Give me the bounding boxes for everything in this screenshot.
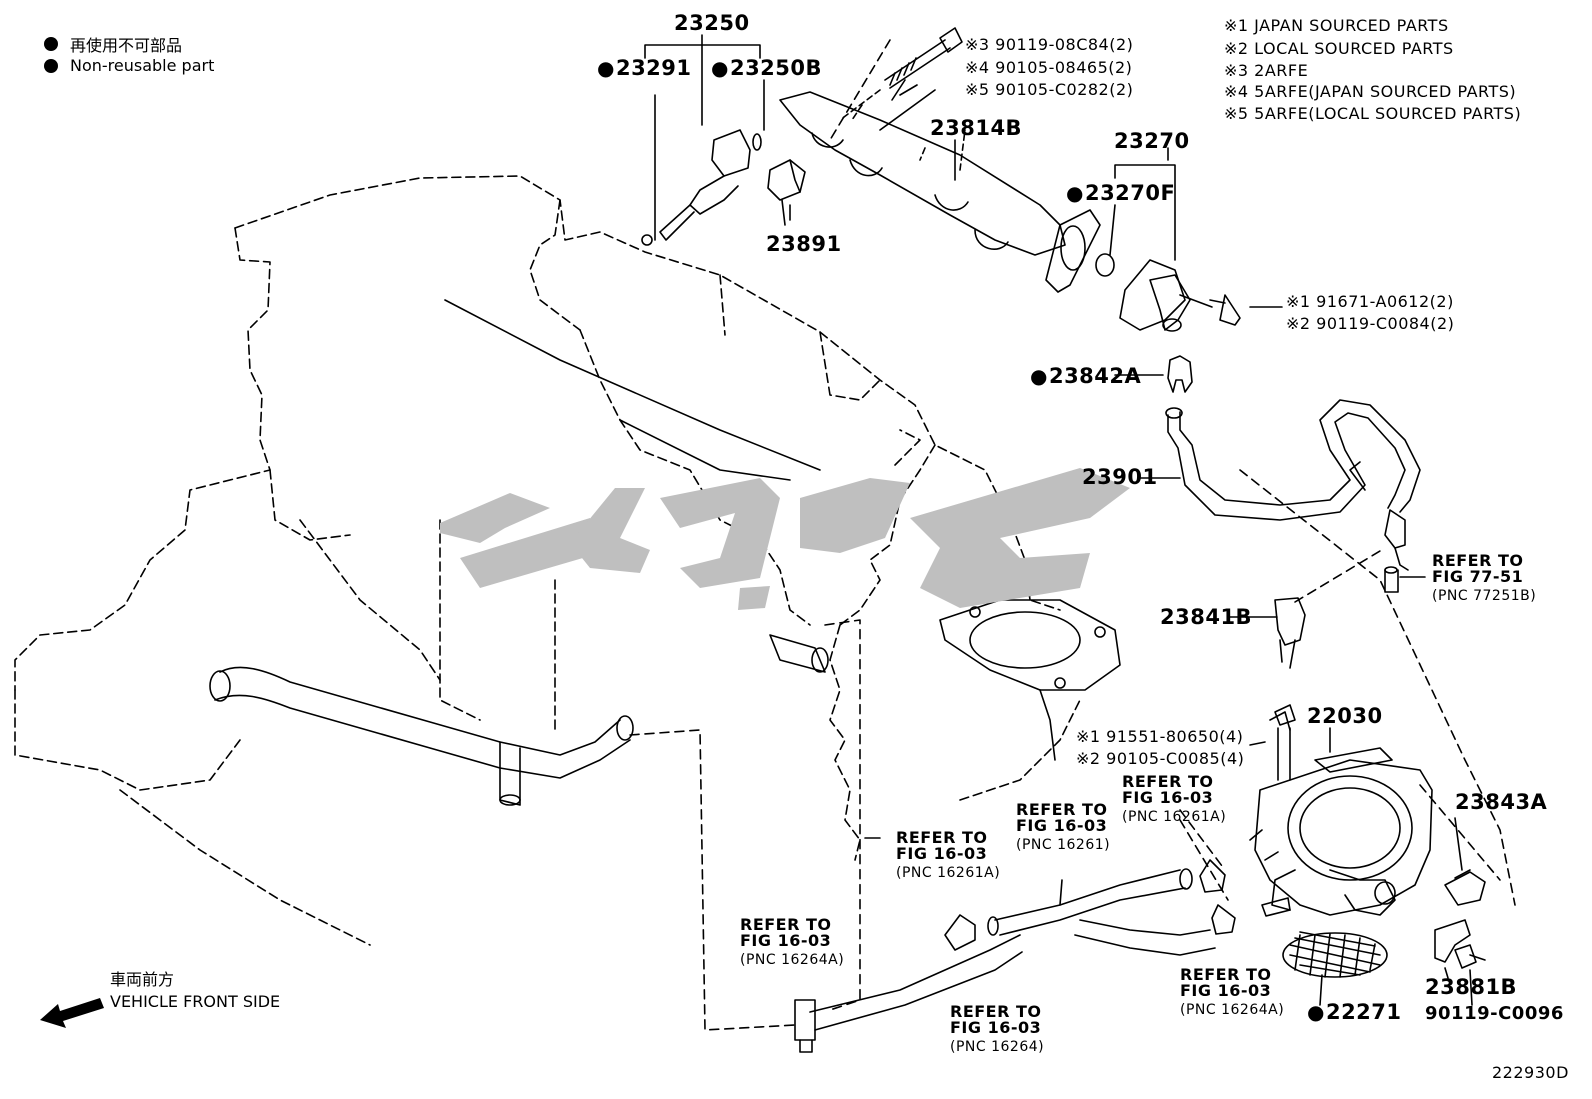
reference-line2: FIG 77-51 [1432,567,1524,586]
rail-bolt [839,27,963,121]
part-23250b-label[interactable]: 23250B [711,58,822,79]
reference-line1: REFER TO [1122,772,1214,791]
part-23291-label[interactable]: 23291 [597,58,692,79]
bracket-23843a [1444,869,1486,906]
source-note-5: ※5 5ARFE(LOCAL SOURCED PARTS) [1224,104,1522,123]
legend-text-en: Non-reusable part [70,56,215,75]
front-side-jp: 車両前方 [110,970,175,989]
front-side-en: VEHICLE FRONT SIDE [110,992,281,1011]
intake-flange [939,599,1121,761]
throttle-bolt-note-2: ※2 90105-C0085(4) [1076,749,1245,768]
fuel-hose [1165,399,1421,571]
rail-bolt-note-1: ※3 90119-08C84(2) [965,35,1134,54]
rail-bolt-note-2: ※4 90105-08465(2) [965,58,1133,77]
reference-pnc: (PNC 77251B) [1432,588,1537,604]
clip-23842a [1167,355,1193,393]
reference-pnc: (PNC 16264A) [740,952,845,968]
fuel-injector [641,34,765,246]
source-note-1: ※1 JAPAN SOURCED PARTS [1224,16,1449,35]
reference-line2: FIG 16-03 [740,931,832,950]
reference-line2: FIG 16-03 [1016,816,1108,835]
part-23881b-label[interactable]: 23881B [1425,975,1518,999]
reference-line1: REFER TO [1180,965,1272,984]
reference-line1: REFER TO [1432,551,1524,570]
reference-pnc: (PNC 16264A) [1180,1002,1285,1018]
source-note-2: ※2 LOCAL SOURCED PARTS [1224,39,1454,58]
engine-outline [14,175,1081,946]
part-23891-label[interactable]: 23891 [766,232,842,256]
part-22030-label[interactable]: 22030 [1307,704,1383,728]
throttle-bolt-note-1: ※1 91551-80650(4) [1076,727,1244,746]
left-hose-stub [769,634,829,673]
reference-pnc: (PNC 16261) [1016,837,1111,853]
part-23270-label[interactable]: 23270 [1114,129,1190,153]
reference-fig-77-51[interactable]: REFER TO FIG 77-51 (PNC 77251B) [1432,551,1537,604]
legend-item-en: Non-reusable part [44,56,214,75]
part-23901-label[interactable]: 23901 [1082,465,1158,489]
figure-id: 222930D [1492,1063,1569,1082]
part-22271-label[interactable]: 22271 [1307,1002,1402,1023]
engine-shell-lines [444,299,821,481]
non-reusable-bullet-icon [44,37,58,51]
gasket-22271 [1282,931,1388,978]
left-hose [209,666,634,806]
source-note-3: ※3 2ARFE [1224,61,1309,80]
part-90119-c0096-label[interactable]: 90119-C0096 [1425,1003,1564,1024]
bracket-23881b [1434,919,1471,963]
damper-bolt-note-1: ※1 91671-A0612(2) [1286,292,1454,311]
reference-pnc-16264[interactable]: REFER TO FIG 16-03 (PNC 16264) [950,1002,1045,1055]
part-23250-label[interactable]: 23250 [674,11,750,35]
watermark-logo [440,468,1130,610]
reference-pnc-16261a-right[interactable]: REFER TO FIG 16-03 (PNC 16261A) [1122,772,1227,825]
reference-line2: FIG 16-03 [950,1018,1042,1037]
dashed-leaders [629,39,1516,1031]
reference-line1: REFER TO [1016,800,1108,819]
reference-line1: REFER TO [896,828,988,847]
clamp-23841b [1274,597,1306,669]
part-23841b-label[interactable]: 23841B [1160,605,1253,629]
reference-pnc-16264a-left[interactable]: REFER TO FIG 16-03 (PNC 16264A) [740,915,845,968]
source-note-4: ※4 5ARFE(JAPAN SOURCED PARTS) [1224,82,1517,101]
delivery-rail [779,79,1101,293]
reference-line1: REFER TO [740,915,832,934]
reference-line2: FIG 16-03 [1122,788,1214,807]
throttle-body [1249,704,1433,917]
rail-bolt-note-3: ※5 90105-C0282(2) [965,80,1134,99]
legend-text-jp: 再使用不可部品 [70,36,183,55]
reference-pnc-16264a-right[interactable]: REFER TO FIG 16-03 (PNC 16264A) [1180,965,1285,1018]
part-23843a-label[interactable]: 23843A [1455,790,1548,814]
reference-line2: FIG 16-03 [1180,981,1272,1000]
reference-tube [1384,566,1399,593]
non-reusable-bullet-icon [44,58,58,73]
reference-pnc: (PNC 16261A) [896,865,1001,881]
reference-line1: REFER TO [950,1002,1042,1021]
screw-90119-c0096 [1454,944,1486,969]
reference-line2: FIG 16-03 [896,844,988,863]
insulator-23891 [767,159,806,226]
reference-pnc: (PNC 16261A) [1122,809,1227,825]
reference-pnc: (PNC 16264) [950,1039,1045,1055]
legend-item-jp: 再使用不可部品 [44,32,182,56]
part-23270f-label[interactable]: 23270F [1066,183,1175,204]
reference-pnc-16261a-left[interactable]: REFER TO FIG 16-03 (PNC 16261A) [896,828,1001,881]
part-23842a-label[interactable]: 23842A [1030,366,1141,387]
part-23814b-label[interactable]: 23814B [930,116,1023,140]
reference-pnc-16261[interactable]: REFER TO FIG 16-03 (PNC 16261) [1016,800,1111,853]
pulsation-damper [1095,164,1241,332]
leaders [789,139,1473,1006]
front-arrow [40,998,104,1028]
damper-bolt-note-2: ※2 90119-C0084(2) [1286,314,1455,333]
